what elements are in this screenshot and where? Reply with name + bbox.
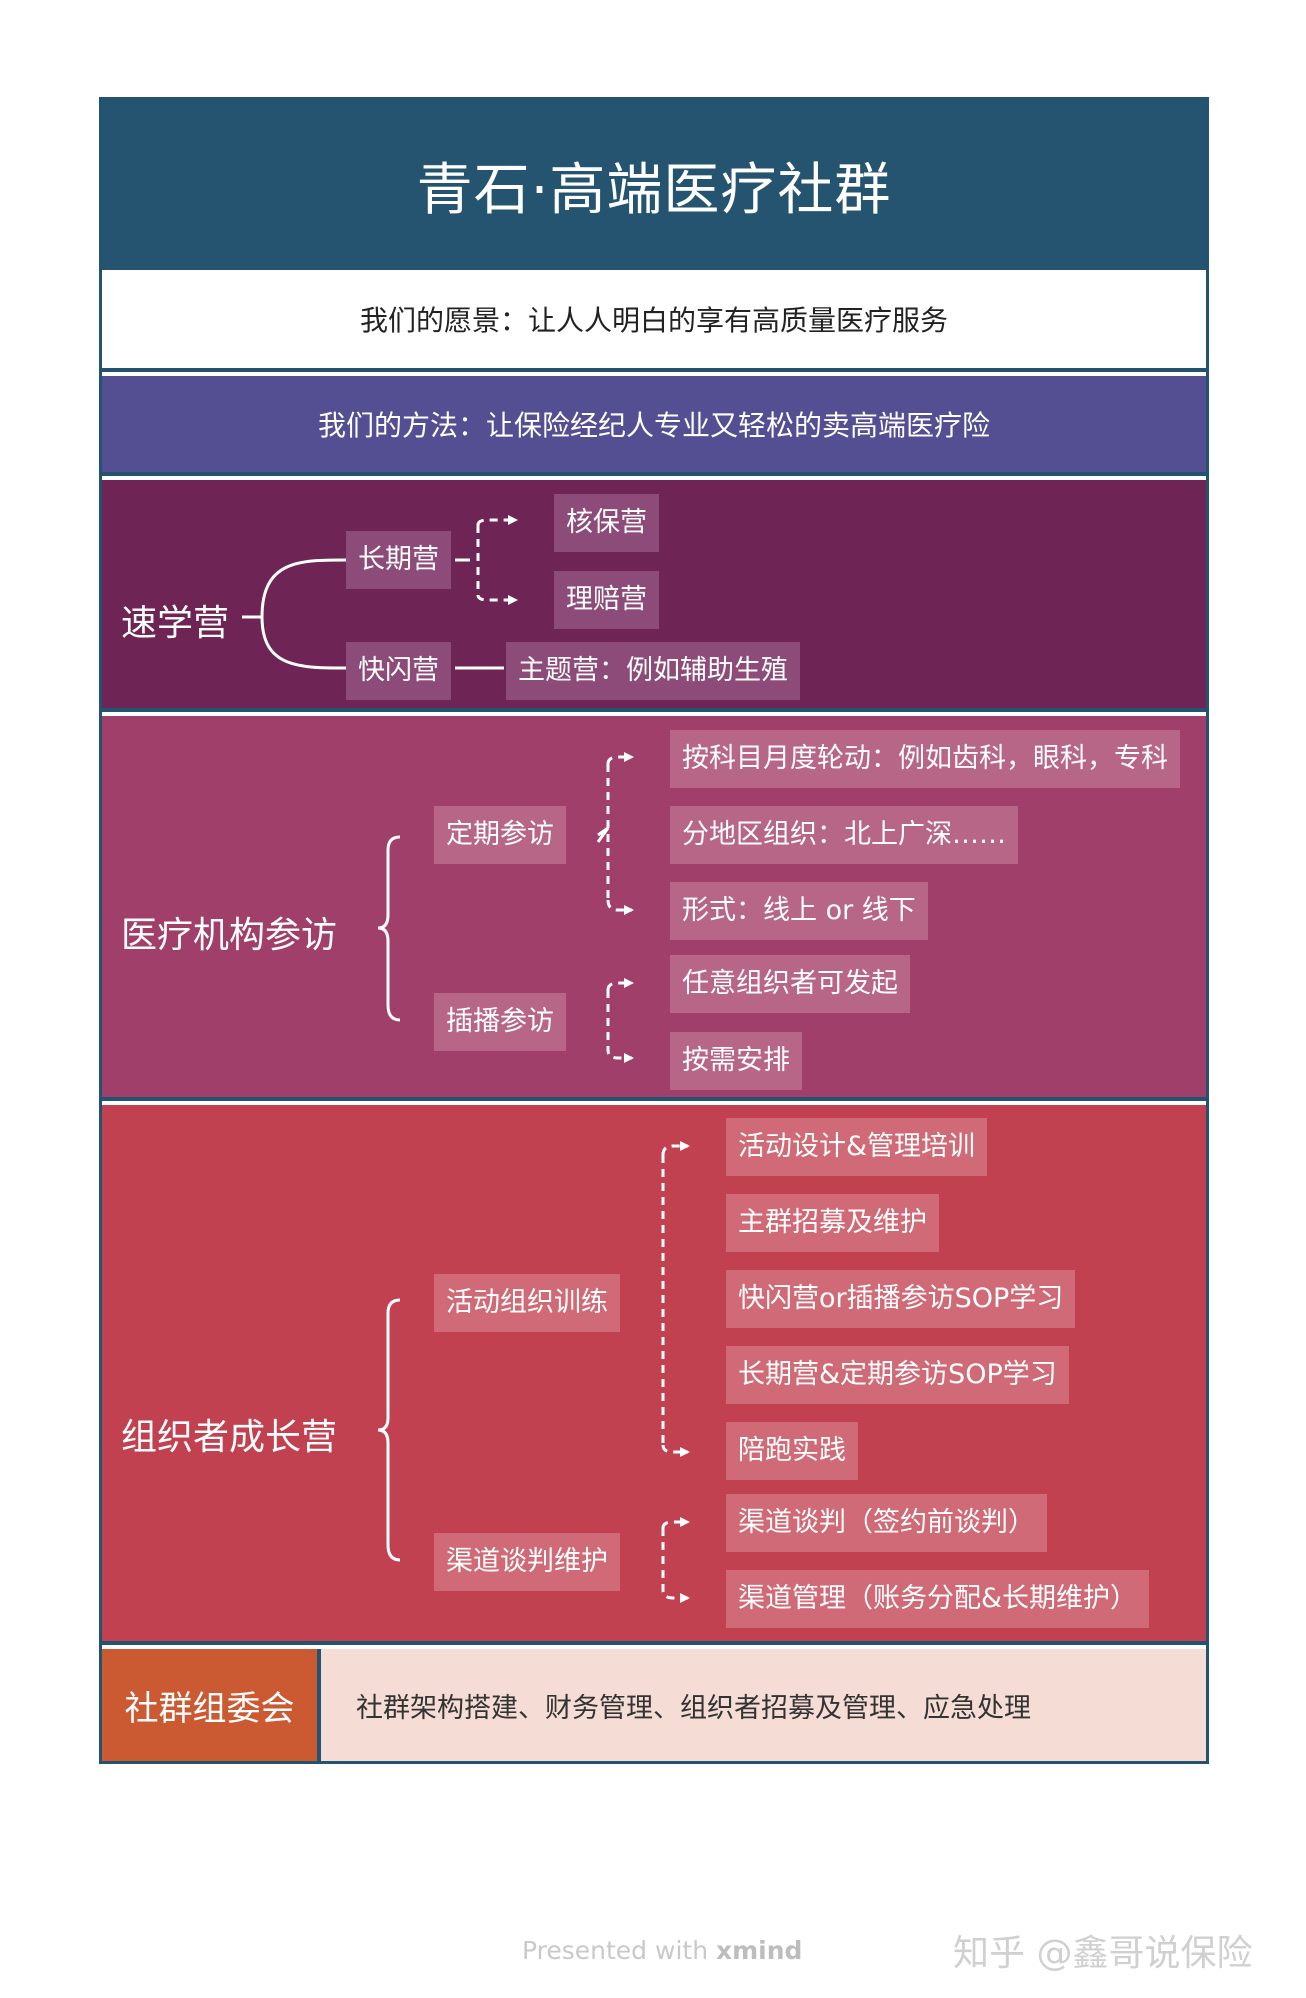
node-region[interactable]: 分地区组织：北上广深……	[670, 806, 1018, 864]
node-activity-training[interactable]: 活动组织训练	[434, 1274, 620, 1332]
node-format[interactable]: 形式：线上 or 线下	[670, 882, 928, 940]
node-theme-camp[interactable]: 主题营：例如辅助生殖	[506, 642, 800, 700]
node-flash-sop[interactable]: 快闪营or插播参访SOP学习	[726, 1270, 1076, 1328]
node-group-recruit[interactable]: 主群招募及维护	[726, 1194, 939, 1252]
node-long-sop[interactable]: 长期营&定期参访SOP学习	[726, 1346, 1069, 1404]
presented-with: Presented with xmind	[522, 1936, 802, 1965]
node-practice[interactable]: 陪跑实践	[726, 1422, 858, 1480]
node-long-camp[interactable]: 长期营	[346, 531, 451, 589]
yiliao-root: 医疗机构参访	[121, 915, 338, 956]
node-rotation[interactable]: 按科目月度轮动：例如齿科，眼科，专科	[670, 730, 1180, 788]
presented-text: Presented with	[522, 1936, 709, 1965]
method-text: 我们的方法：让保险经纪人专业又轻松的卖高端医疗险	[317, 409, 990, 442]
node-underwriting-camp[interactable]: 核保营	[554, 494, 659, 552]
vision-band: 我们的愿景：让人人明白的享有高质量医疗服务	[102, 270, 1206, 372]
title-band: 青石·高端医疗社群	[102, 100, 1206, 270]
node-any-organizer[interactable]: 任意组织者可发起	[670, 955, 910, 1013]
suxue-root: 速学营	[121, 603, 230, 644]
map-title: 青石·高端医疗社群	[416, 157, 892, 223]
node-channel-management[interactable]: 渠道管理（账务分配&长期维护）	[726, 1570, 1150, 1628]
node-regular-visit[interactable]: 定期参访	[434, 806, 566, 864]
node-on-demand[interactable]: 按需安排	[670, 1032, 802, 1090]
watermark: 知乎 @鑫哥说保险	[953, 1933, 1253, 1974]
committee-header: 社群组委会	[102, 1649, 321, 1761]
committee-root: 社群组委会	[124, 1688, 295, 1729]
node-insert-visit[interactable]: 插播参访	[434, 993, 566, 1051]
node-claims-camp[interactable]: 理赔营	[554, 571, 659, 629]
node-channel[interactable]: 渠道谈判维护	[434, 1533, 620, 1591]
node-channel-negotiation[interactable]: 渠道谈判（签约前谈判）	[726, 1494, 1047, 1552]
zuzhi-root: 组织者成长营	[121, 1417, 338, 1458]
method-band: 我们的方法：让保险经纪人专业又轻松的卖高端医疗险	[102, 376, 1206, 476]
node-flash-camp[interactable]: 快闪营	[346, 642, 451, 700]
node-design-training[interactable]: 活动设计&管理培训	[726, 1118, 988, 1176]
vision-text: 我们的愿景：让人人明白的享有高质量医疗服务	[359, 304, 948, 337]
xmind-brand: xmind	[716, 1936, 803, 1965]
committee-content: 社群架构搭建、财务管理、组织者招募及管理、应急处理	[356, 1693, 1031, 1724]
